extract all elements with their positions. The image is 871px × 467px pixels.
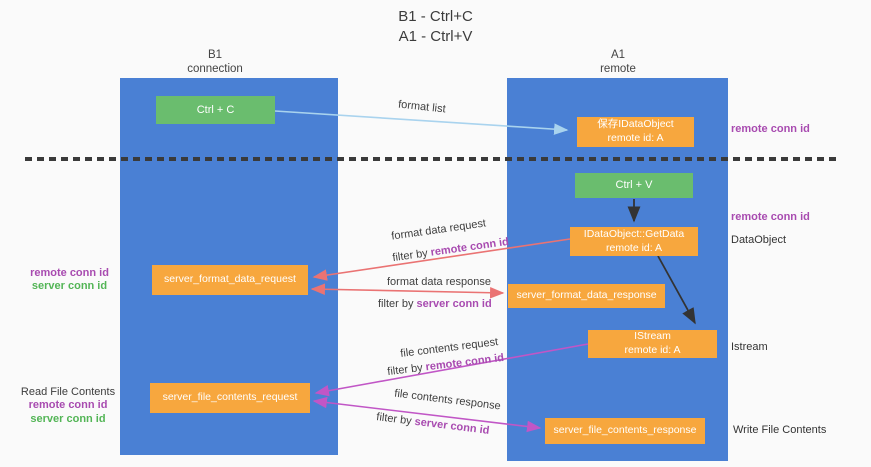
istream-box: IStream remote id: A [588,330,717,358]
filter-by-text: filter by [378,298,417,310]
ctrl-c-box: Ctrl + C [156,96,275,124]
right-column-name: A1 [610,49,626,61]
diagram-title: B1 - Ctrl+C A1 - Ctrl+V [0,7,871,48]
filter-by-text: filter by [386,361,427,379]
save-idataobject-line2: remote id: A [607,132,664,144]
format-data-request-label: format data request [390,217,487,243]
dataobject-label: DataObject [731,234,787,246]
left-column-subtitle: connection [187,63,243,76]
write-file-contents-label: Write File Contents [733,424,827,436]
format-data-response-arrow [310,283,505,299]
remote-conn-id-text: remote conn id [429,235,510,259]
istream-side-label: Istream [731,341,768,353]
server-file-contents-response-label: server_file_contents_response [553,424,697,437]
save-idataobject-box: 保存IDataObject remote id: A [577,117,694,147]
right-column-subtitle: remote [600,63,636,76]
server-conn-id-text: server conn id [413,415,491,437]
left-column-name: B1 [207,49,223,61]
filter-by-server-conn-id-label-1: filter by server conn id [378,298,492,310]
getdata-line1: IDataObject::GetData [583,227,685,240]
right-remote-conn-id-label-mid: remote conn id [731,211,810,223]
save-idataobject-line1: 保存IDataObject [597,118,674,131]
format-list-label: format list [397,98,447,116]
right-remote-conn-id-label-top: remote conn id [731,123,810,135]
istream-line2: remote id: A [624,344,681,356]
left-conn-id-group: remote conn id server conn id [22,267,117,294]
filter-by-text: filter by [375,411,416,428]
read-file-contents-group: Read File Contents remote conn id server… [18,386,118,426]
format-data-response-label: format data response [387,276,491,288]
left-remote-conn-id-label-2: remote conn id [28,399,108,412]
filter-by-server-conn-id-label-2: filter by server conn id [376,411,490,437]
right-column-header: A1 remote [558,48,678,77]
left-server-conn-id-label: server conn id [31,280,108,293]
getdata-line2: remote id: A [605,241,663,254]
left-server-conn-id-label-2: server conn id [30,412,106,425]
dashed-separator-line [25,157,840,161]
title-line-2: A1 - Ctrl+V [398,28,473,46]
ctrl-c-label: Ctrl + C [196,103,235,116]
server-conn-id-text: server conn id [416,298,492,310]
server-format-data-response-label: server_format_data_response [516,289,657,302]
idataobject-getdata-box: IDataObject::GetData remote id: A [570,227,698,256]
left-remote-conn-id-label: remote conn id [30,267,109,279]
file-contents-response-label: file contents response [393,387,502,413]
server-file-contents-request-label: server_file_contents_request [162,391,298,404]
server-format-data-request-box: server_format_data_request [152,265,308,295]
server-file-contents-request-box: server_file_contents_request [150,383,310,413]
istream-line1: IStream [634,330,671,343]
ctrl-v-box: Ctrl + V [575,173,693,198]
server-format-data-request-label: server_format_data_request [164,273,296,286]
left-column-header: B1 connection [155,48,275,77]
server-format-data-response-box: server_format_data_response [508,284,665,308]
filter-by-text: filter by [391,246,432,265]
server-file-contents-response-box: server_file_contents_response [545,418,705,444]
title-line-1: B1 - Ctrl+C [398,8,473,25]
ctrl-v-label: Ctrl + V [615,179,653,192]
read-file-contents-label: Read File Contents [20,386,116,398]
